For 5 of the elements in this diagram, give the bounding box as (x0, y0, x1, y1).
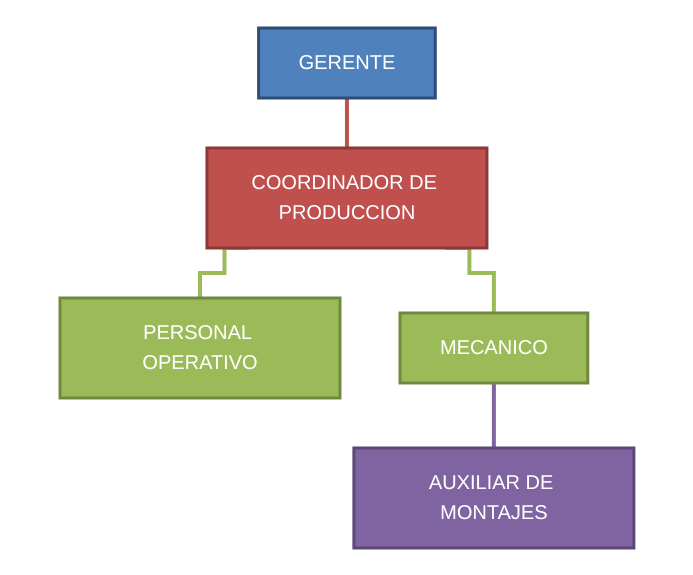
node-box: GERENTE (256, 26, 436, 99)
node-box: PERSONAL OPERATIVO (58, 296, 342, 399)
node-box: COORDINADOR DE PRODUCCION (205, 146, 488, 249)
node-box: MECANICO (398, 311, 589, 384)
node-box: AUXILIAR DE MONTAJES (352, 446, 635, 549)
